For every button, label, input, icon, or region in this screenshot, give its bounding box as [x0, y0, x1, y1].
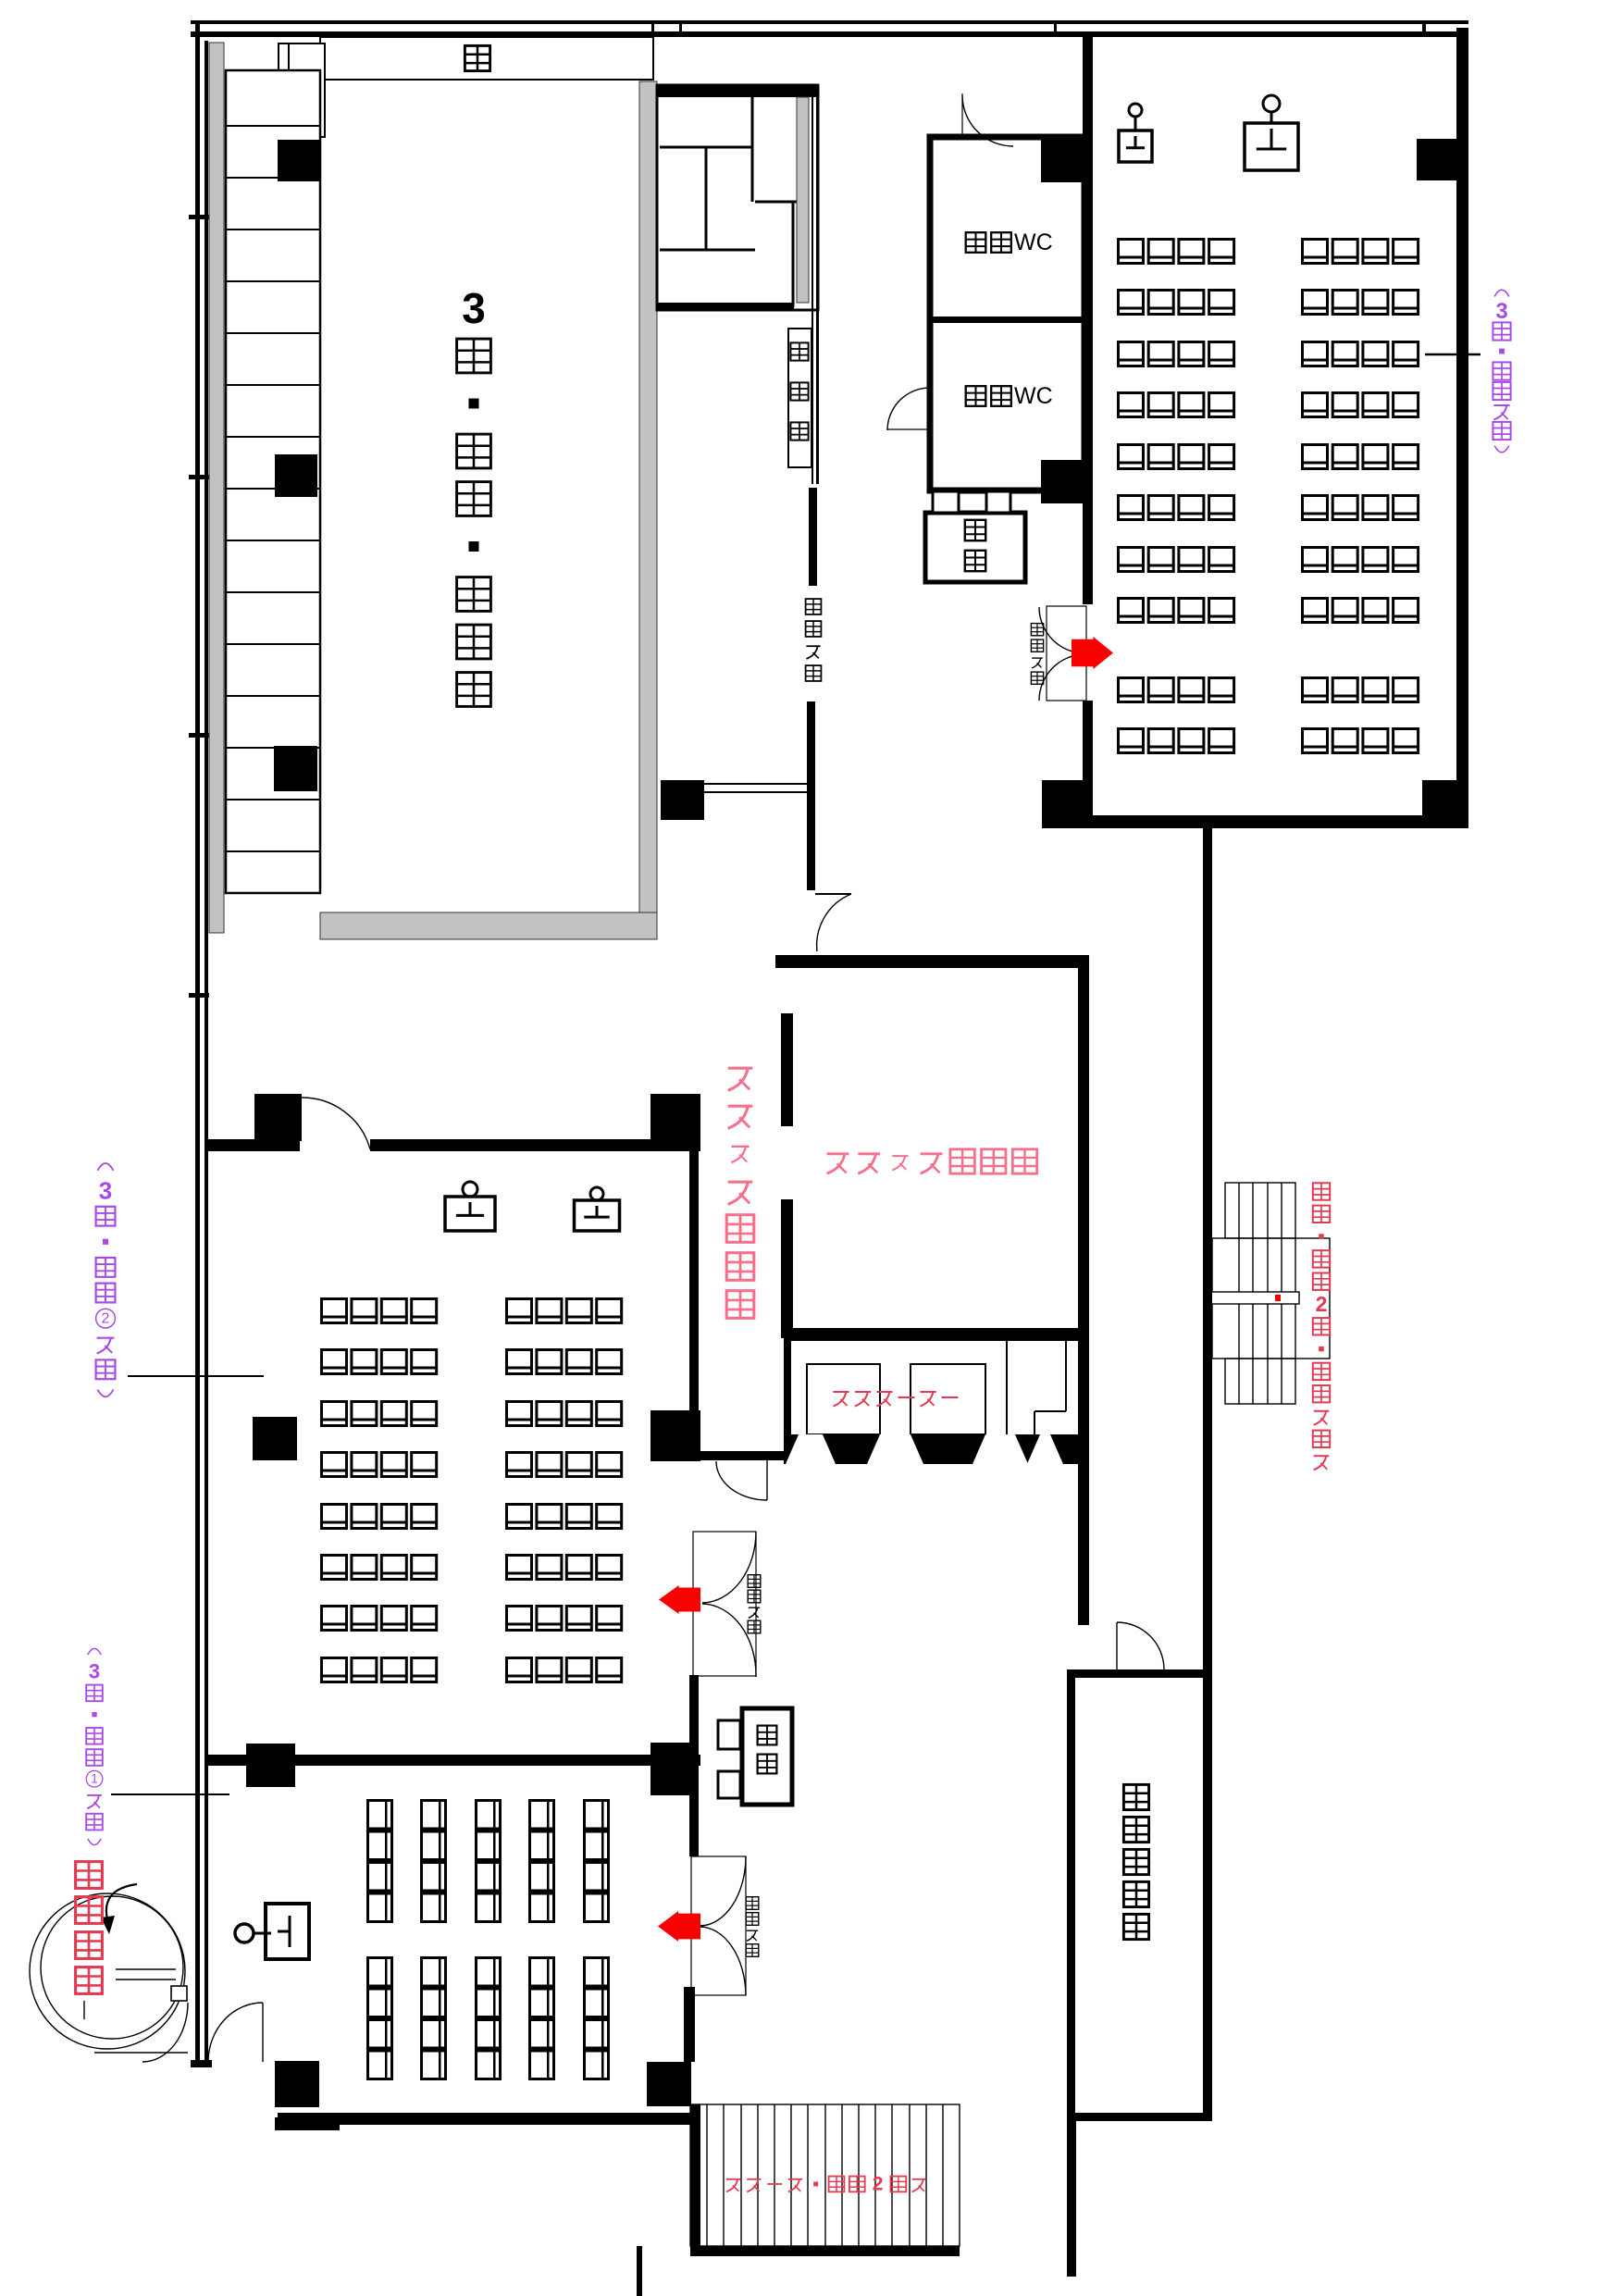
svg-text:2: 2 [102, 1310, 110, 1327]
svg-text:3: 3 [462, 284, 486, 332]
svg-text:WC: WC [1014, 383, 1053, 409]
svg-text:2: 2 [1316, 1292, 1328, 1316]
svg-text:WC: WC [1014, 230, 1053, 255]
svg-text:3: 3 [1495, 299, 1507, 324]
svg-text:1: 1 [91, 1772, 98, 1786]
svg-text:3: 3 [89, 1660, 100, 1683]
svg-text:2: 2 [873, 2174, 884, 2195]
svg-text:3: 3 [99, 1177, 112, 1205]
